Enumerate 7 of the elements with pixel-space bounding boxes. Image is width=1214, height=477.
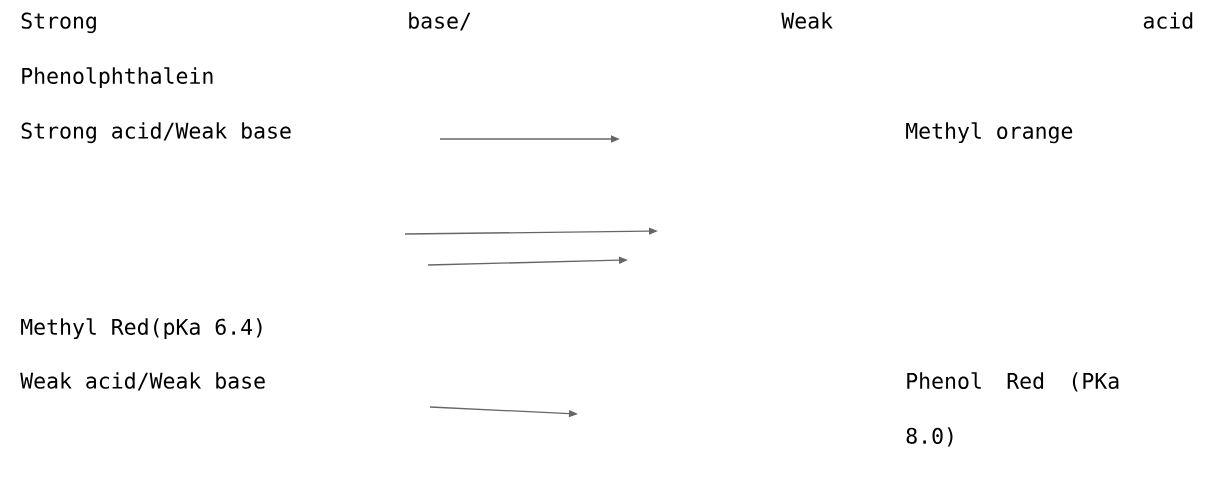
text-label: Phenolphthalein bbox=[22, 67, 213, 89]
text-label: Methyl orange bbox=[906, 122, 1073, 144]
text-label: Strong base/ Weak acid bbox=[21, 12, 1193, 34]
text-label: Weak acid/Weak base bbox=[20, 372, 265, 391]
text-label: Methyl Red(pKa 6.4) bbox=[21, 318, 262, 340]
text-label: Strong acid/Weak base bbox=[21, 122, 291, 144]
text-label: Phenol Red (PKa 8.0) bbox=[906, 372, 1119, 447]
